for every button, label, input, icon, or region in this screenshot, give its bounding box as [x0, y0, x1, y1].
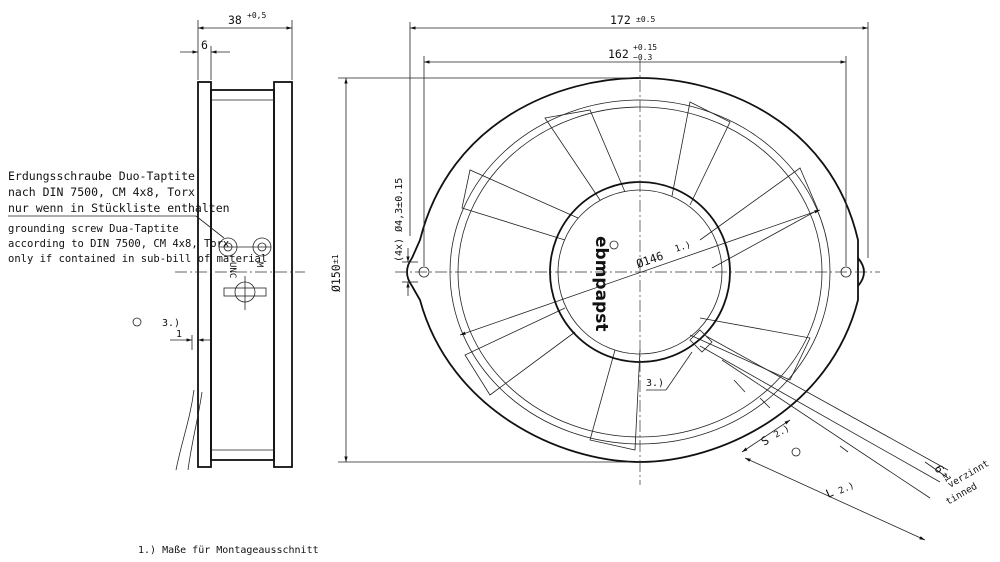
hole-spacing-dim: 162: [608, 47, 629, 61]
depth-tol: +0,5: [247, 11, 266, 20]
note-de-line2: nach DIN 7500, CM 4x8, Torx: [8, 185, 195, 199]
note-de-line3: nur wenn in Stückliste enthalten: [8, 201, 230, 215]
depth-dim: 38: [228, 13, 242, 27]
front-housing-outline: [406, 77, 859, 463]
hole-dim: (4x) Ø4,3±0.15: [393, 178, 405, 262]
tinned-tol: ±1: [940, 471, 953, 484]
grounding-note: Erdungsschraube Duo-Taptite nach DIN 750…: [8, 169, 267, 265]
length-dim: L: [824, 485, 836, 501]
note-en-line1: grounding screw Dua-Taptite: [8, 223, 179, 235]
side-housing: [210, 89, 275, 461]
cable-bundle: [689, 329, 949, 499]
note-en-line3: only if contained in sub-bill of materia…: [8, 253, 267, 265]
note-circle-icon: [132, 317, 142, 327]
side-back-ring: [273, 81, 293, 468]
cutout-dim: Ø146: [634, 249, 665, 271]
height-dim: Ø150: [329, 264, 343, 292]
side-flange: [197, 81, 212, 468]
cable-ref: 3.): [646, 378, 664, 389]
note-dim: 1: [176, 329, 182, 340]
grounding-screw-icon: [218, 237, 272, 310]
height-tol: ±1: [331, 254, 340, 264]
side-cable: [175, 389, 195, 471]
strip-dim: S: [759, 433, 772, 449]
front-view: ebmpapst Ø146 1.) 172 ±0.5 162 +0.15 −0.…: [329, 13, 991, 541]
length-ref: 2.): [837, 481, 856, 497]
footnote-1: 1.) Maße für Montageausschnitt: [138, 545, 319, 556]
hole-spacing-tol-lower: −0.3: [633, 53, 652, 62]
flange-dim: 6: [201, 38, 208, 52]
label-unc: UNC: [227, 262, 237, 278]
note-en-line2: according to DIN 7500, CM 4x8, Torx: [8, 238, 229, 250]
note-ref: 3.): [162, 318, 180, 329]
hole-spacing-tol-upper: +0.15: [633, 43, 657, 52]
side-view: UNC M 38 +0,5 6 3.) 1: [132, 11, 305, 471]
width-dim: 172: [610, 13, 631, 27]
label-m: M: [254, 262, 264, 268]
note-de-line1: Erdungsschraube Duo-Taptite: [8, 169, 195, 183]
cutout-ref: 1.): [674, 240, 693, 255]
width-tol: ±0.5: [636, 15, 655, 24]
strip-note-icon: [791, 447, 801, 457]
footnotes: 1.) Maße für Montageausschnitt: [138, 545, 319, 556]
strip-ref: 2.): [773, 424, 792, 441]
